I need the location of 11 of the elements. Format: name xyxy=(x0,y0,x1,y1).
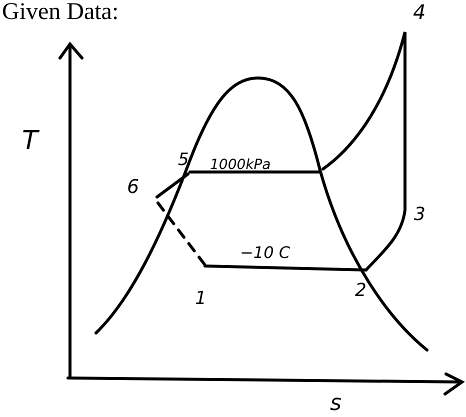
state-number: 4 xyxy=(413,2,426,22)
state-number: 2 xyxy=(355,282,366,300)
state-number: 1 xyxy=(195,290,206,308)
pressure-label: 1000kPa xyxy=(210,158,271,172)
axis-label: T xyxy=(22,128,38,154)
state-number: 5 xyxy=(178,152,189,169)
title: Given Data: xyxy=(2,0,119,26)
state-number: 3 xyxy=(414,206,426,224)
axis-label: s xyxy=(330,393,342,415)
state-number: 6 xyxy=(127,178,140,197)
temperature-label: −10 C xyxy=(240,245,290,261)
